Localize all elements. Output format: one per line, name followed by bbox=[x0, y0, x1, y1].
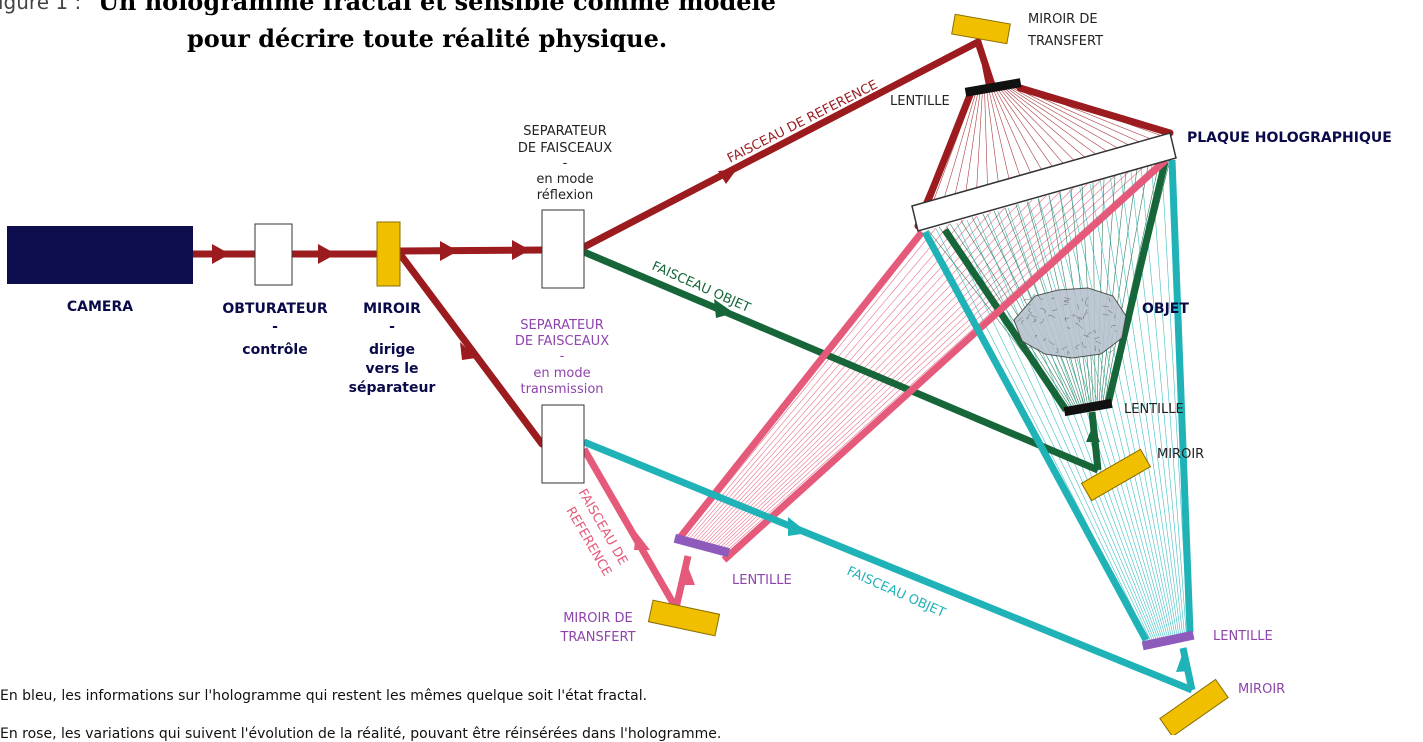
separateur-transmission-label-1: SEPARATEUR bbox=[520, 318, 603, 333]
lentille-top-label: LENTILLE bbox=[890, 94, 950, 109]
miroir-transfert-top-label-1: MIROIR DE bbox=[1028, 12, 1098, 27]
obturateur-label-2: - bbox=[272, 319, 278, 335]
fan-line bbox=[684, 224, 950, 541]
fan-line bbox=[689, 216, 977, 543]
miroir-box bbox=[377, 222, 400, 286]
fan-line bbox=[709, 188, 1074, 548]
faisceau-reference-top-label: FAISCEAU DE REFERENCE bbox=[725, 78, 880, 167]
objet-label: OBJET bbox=[1142, 301, 1189, 317]
miroir-transfert-top-label-2: TRANSFERT bbox=[1027, 34, 1103, 49]
separateur-reflexion-label-1: SEPARATEUR bbox=[523, 124, 606, 139]
miroir-label-4: vers le bbox=[365, 361, 418, 377]
miroir-transfert-bottom-label: MIROIR DE TRANSFERT bbox=[559, 611, 635, 645]
separateur-reflexion-label-5: réflexion bbox=[537, 188, 594, 203]
separateur-reflexion-label-4: en mode bbox=[536, 172, 593, 187]
miroir-label-5: séparateur bbox=[349, 380, 436, 396]
separateur-reflexion-label-2: DE FAISCEAUX bbox=[518, 141, 612, 156]
caption-line2: En rose, les variations qui suivent l'év… bbox=[0, 726, 721, 742]
plaque-label: PLAQUE HOLOGRAPHIQUE bbox=[1187, 130, 1392, 146]
fan-line bbox=[706, 192, 1060, 547]
fan-line bbox=[692, 212, 991, 544]
reference-beam-pink-arrow bbox=[634, 532, 650, 550]
miroir-transfert-top bbox=[952, 14, 1011, 43]
fan-line bbox=[967, 220, 1153, 642]
fan-line bbox=[985, 90, 988, 190]
fan-line bbox=[695, 208, 1005, 544]
camera-box bbox=[7, 226, 193, 284]
separateur-reflexion-box bbox=[542, 210, 584, 288]
miroir-transfert-bottom-label-1: MIROIR DE bbox=[563, 611, 633, 626]
objet-texture-stroke bbox=[1109, 350, 1114, 353]
fan-line bbox=[987, 90, 999, 187]
obturateur-label: OBTURATEUR - contrôle bbox=[222, 301, 328, 358]
fan-line bbox=[714, 180, 1101, 549]
separateur-transmission-box bbox=[542, 405, 584, 483]
main-beam-arrows bbox=[212, 66, 995, 360]
fan-line bbox=[1104, 166, 1148, 404]
obturateur-label-1: OBTURATEUR bbox=[222, 301, 328, 317]
miroir-label-2: - bbox=[389, 319, 395, 335]
separateur-transmission-label-2: DE FAISCEAUX bbox=[515, 334, 609, 349]
miroir-objet-label: MIROIR bbox=[1157, 447, 1204, 462]
lentille-bottom-label: LENTILLE bbox=[1213, 629, 1273, 644]
miroir-label-1: MIROIR bbox=[363, 301, 421, 317]
obturateur-box bbox=[255, 224, 292, 285]
object-beam-cyan-arrow bbox=[788, 517, 808, 536]
fan-line bbox=[711, 184, 1087, 549]
miroir-label-3: dirige bbox=[369, 342, 415, 358]
fan-line bbox=[976, 90, 982, 193]
fan-line bbox=[1039, 199, 1166, 639]
separateur-transmission-label-3: - bbox=[560, 349, 565, 364]
lentille-ref-label: LENTILLE bbox=[732, 573, 792, 588]
miroir-transfert-top-label: MIROIR DE TRANSFERT bbox=[1027, 12, 1103, 49]
faisceau-reference-pink-label: FAISCEAU DE REFERENCE bbox=[563, 487, 631, 579]
miroir-transfert-bottom-label-2: TRANSFERT bbox=[559, 630, 635, 645]
object-beam-green-arrow-2 bbox=[1086, 425, 1100, 442]
miroir-transfert-bottom bbox=[648, 600, 719, 636]
separateur-transmission-label: SEPARATEUR DE FAISCEAUX - en mode transm… bbox=[515, 318, 609, 397]
separateur-reflexion-label-3: - bbox=[563, 156, 568, 171]
miroir-objet bbox=[1082, 449, 1151, 500]
fan-line bbox=[703, 196, 1046, 547]
caption-line1: En bleu, les informations sur l'hologram… bbox=[0, 688, 647, 704]
separateur-reflexion-label: SEPARATEUR DE FAISCEAUX - en mode réflex… bbox=[518, 124, 612, 203]
camera-label: CAMERA bbox=[67, 299, 133, 315]
separateur-transmission-label-4: en mode bbox=[533, 366, 590, 381]
lentille-objet-label: LENTILLE bbox=[1124, 402, 1184, 417]
miroir-label: MIROIR - dirige vers le séparateur bbox=[349, 301, 436, 396]
obturateur-label-3: contrôle bbox=[242, 342, 307, 358]
separateur-transmission-label-5: transmission bbox=[520, 382, 603, 397]
miroir-bottom-label: MIROIR bbox=[1238, 682, 1285, 697]
